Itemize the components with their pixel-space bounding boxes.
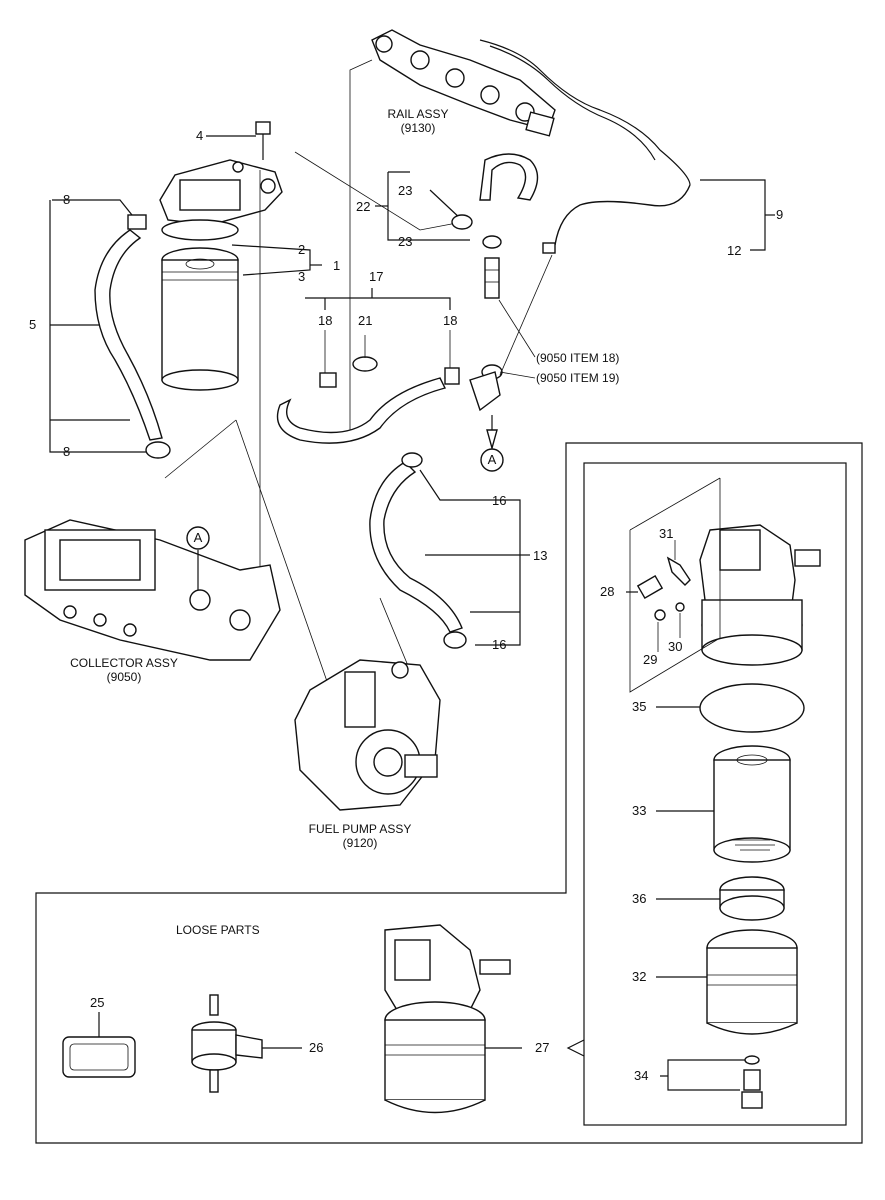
loose-parts-title: LOOSE PARTS (176, 923, 260, 937)
callout-12: 12 (727, 243, 742, 258)
rail-assy-drawing (349, 29, 691, 430)
callout-13: 13 (533, 548, 548, 563)
ring-36 (719, 876, 785, 921)
element-33 (713, 745, 791, 863)
detail-pointer (566, 1039, 585, 1057)
filter-cartridge-3 (161, 247, 239, 391)
callout-9: 9 (776, 207, 784, 222)
callout-26: 26 (309, 1040, 324, 1055)
rail-assy-name: RAIL ASSY (387, 107, 449, 121)
note-item18: (9050 ITEM 18) (536, 351, 620, 365)
callout-27: 27 (535, 1040, 550, 1055)
ref-marker-collector: A (193, 530, 203, 545)
callout-1: 1 (333, 258, 341, 273)
fuel-pump-assy-name: FUEL PUMP ASSY (308, 822, 412, 836)
callout-34: 34 (634, 1068, 649, 1083)
callout-4: 4 (196, 128, 204, 143)
callout-30: 30 (668, 639, 683, 654)
hose-13 (369, 461, 463, 633)
ref-circle-upper (480, 448, 504, 472)
callout-8-lower: 8 (63, 444, 71, 459)
collector-assy-name: COLLECTOR ASSY (70, 656, 178, 670)
callout-22: 22 (356, 199, 371, 214)
fitting-26 (191, 994, 263, 1093)
callout-3: 3 (298, 269, 306, 284)
fuel-pump-assy-code: (9120) (342, 836, 378, 850)
callout-33: 33 (632, 803, 647, 818)
callout-32: 32 (632, 969, 647, 984)
callout-17: 17 (369, 269, 384, 284)
ref-circle-collector (186, 526, 210, 550)
rail-assy-label: RAIL ASSY (9130) (388, 107, 449, 135)
filter-detail-frame (583, 462, 847, 1126)
fuel-pump-assy-label: FUEL PUMP ASSY (9120) (309, 822, 412, 850)
ref-marker-upper: A (487, 452, 497, 467)
callout-8-upper: 8 (63, 192, 71, 207)
filter-head-drawing (159, 159, 283, 241)
filter-housing-28 (699, 524, 821, 666)
fitting-9050 (469, 257, 503, 412)
bowl-32 (706, 929, 798, 1035)
callout-18-right: 18 (443, 313, 458, 328)
hose-22 (479, 153, 539, 201)
callout-23-lower: 23 (398, 234, 413, 249)
loose-parts-frame (35, 442, 863, 1144)
callout-28: 28 (600, 584, 615, 599)
filter-assy-27 (384, 924, 511, 1114)
callout-25: 25 (90, 995, 105, 1010)
o-ring-35 (699, 683, 805, 733)
callout-21: 21 (358, 313, 373, 328)
callout-36: 36 (632, 891, 647, 906)
note-item19: (9050 ITEM 19) (536, 371, 620, 385)
rail-assy-code: (9130) (400, 121, 436, 135)
callout-5: 5 (29, 317, 37, 332)
collector-assy-drawing (24, 519, 281, 661)
hose-17 (276, 377, 447, 444)
return-hose-9 (554, 184, 691, 246)
hose-5 (94, 214, 171, 459)
drain-34 (741, 1055, 763, 1109)
callout-2: 2 (298, 242, 306, 257)
callout-18-left: 18 (318, 313, 333, 328)
callout-31: 31 (659, 526, 674, 541)
callout-35: 35 (632, 699, 647, 714)
label-25 (62, 1036, 136, 1078)
fuel-pump-assy-drawing (294, 659, 441, 811)
collector-assy-label: COLLECTOR ASSY (9050) (70, 656, 178, 684)
callout-16-lower: 16 (492, 637, 507, 652)
callout-23-upper: 23 (398, 183, 413, 198)
collector-assy-code: (9050) (106, 670, 142, 684)
callout-29: 29 (643, 652, 658, 667)
callout-16-upper: 16 (492, 493, 507, 508)
bolt-4 (206, 121, 271, 160)
